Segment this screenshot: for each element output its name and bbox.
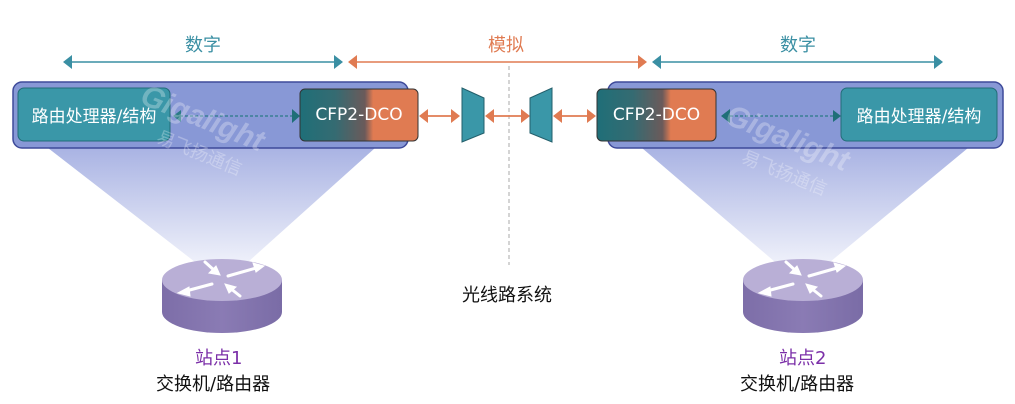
left-module-label: CFP2-DCO [315, 105, 403, 125]
right-beam [642, 148, 968, 262]
left-digital-range-arrow [63, 55, 343, 69]
right-processor-label: 路由处理器/结构 [856, 107, 982, 127]
site-1-type: 交换机/路由器 [156, 374, 271, 395]
left-processor-box [17, 87, 171, 142]
site-2-type: 交换机/路由器 [740, 374, 855, 395]
analog-range-arrow [348, 55, 647, 69]
mux-to-right-module-arrow [553, 109, 596, 123]
right-module-label: CFP2-DCO [612, 105, 701, 125]
left-internal-link [173, 109, 300, 123]
right-mux-icon [529, 87, 553, 143]
left-beam [48, 148, 375, 262]
right-digital-label: 数字 [780, 35, 816, 56]
mux-to-mux-arrow [485, 109, 530, 123]
analog-label: 模拟 [488, 35, 524, 56]
site-1-name: 站点1 [195, 348, 243, 369]
right-processor-box [840, 87, 998, 142]
left-processor-label: 路由处理器/结构 [31, 107, 157, 127]
line-system-label: 光线路系统 [462, 285, 552, 306]
left-digital-label: 数字 [185, 35, 221, 56]
left-cfp2-module [299, 88, 419, 142]
router-1-icon [162, 259, 282, 333]
right-cfp2-module [596, 88, 717, 142]
router-2-icon [743, 259, 863, 333]
site-2-name: 站点2 [779, 348, 827, 369]
left-mux-icon [461, 87, 485, 143]
left-module-to-mux-arrow [419, 109, 460, 123]
right-digital-range-arrow [652, 55, 943, 69]
right-internal-link [721, 109, 841, 123]
